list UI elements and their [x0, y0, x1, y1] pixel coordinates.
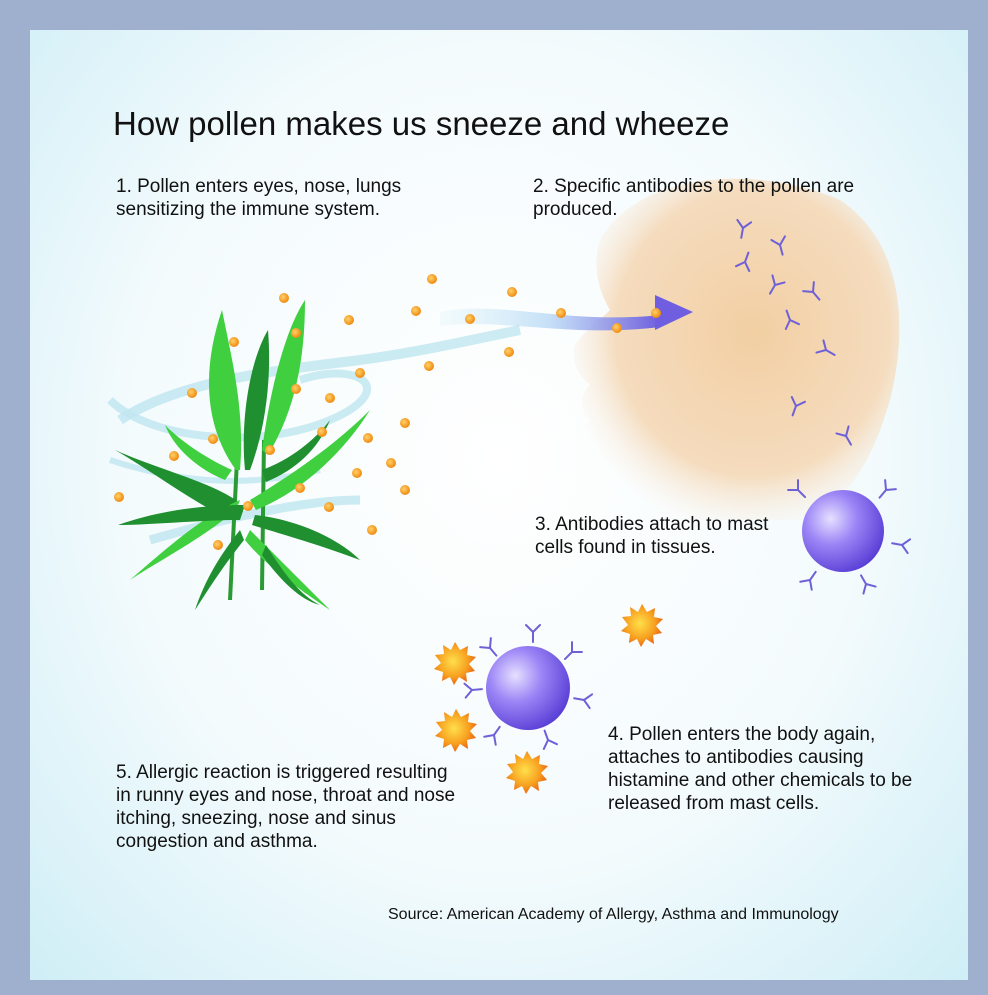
spiky-pollen-icon [434, 642, 476, 685]
antibody-icon [479, 637, 503, 662]
spiky-pollen-icon [506, 751, 548, 794]
pollen-grain-icon [243, 501, 253, 511]
antibody-icon [537, 727, 558, 750]
pollen-grain-icon [229, 337, 239, 347]
pollen-grain-icon [265, 445, 275, 455]
pollen-grain-icon [363, 433, 373, 443]
pollen-grain-icon [424, 361, 434, 371]
pollen-grain-icon [427, 274, 437, 284]
pollen-grain-icon [325, 393, 335, 403]
pollen-grain-icon [279, 293, 289, 303]
pollen-grain-icon [507, 287, 517, 297]
antibody-icon [889, 535, 912, 555]
antibody-icon [799, 566, 823, 591]
pollen-grain-icon [556, 308, 566, 318]
plant-icon [115, 300, 370, 610]
pollen-grain-icon [400, 485, 410, 495]
antibody-icon [873, 479, 897, 504]
pollen-grain-icon [651, 308, 661, 318]
page-title: How pollen makes us sneeze and wheeze [113, 105, 730, 142]
step-1-text: 1. Pollen enters eyes, nose, lungs sensi… [116, 176, 402, 220]
pollen-grain-icon [324, 502, 334, 512]
airflow-arrow-icon [440, 295, 693, 331]
pollen-grain-icon [344, 315, 354, 325]
antibody-icon [483, 721, 507, 746]
antibody-icon [571, 690, 594, 710]
mast-cell-icon [486, 646, 570, 730]
pollen-grain-icon [187, 388, 197, 398]
pollen-grains [114, 274, 661, 550]
step-2-text: 2. Specific antibodies to the pollen are… [533, 176, 855, 220]
antibody-icon [463, 681, 484, 699]
face-silhouette-icon [573, 178, 900, 520]
pollen-grain-icon [612, 323, 622, 333]
pollen-grain-icon [400, 418, 410, 428]
spiky-pollen-icon [435, 709, 477, 752]
pollen-grain-icon [504, 347, 514, 357]
pollen-grain-icon [295, 483, 305, 493]
spiky-pollen-icon [621, 604, 663, 647]
pollen-grain-icon [465, 314, 475, 324]
antibody-icon [525, 624, 541, 643]
pollen-grain-icon [317, 427, 327, 437]
pollen-grain-icon [386, 458, 396, 468]
source-credit: Source: American Academy of Allergy, Ast… [388, 906, 839, 923]
step-4-text: 4. Pollen enters the body again, attache… [608, 724, 913, 814]
step-3-text: 3. Antibodies attach to mast cells found… [535, 514, 769, 558]
pollen-grain-icon [291, 328, 301, 338]
antibody-icon [853, 570, 877, 595]
pollen-grain-icon [411, 306, 421, 316]
pollen-grain-icon [114, 492, 124, 502]
pollen-grain-icon [169, 451, 179, 461]
airflow-swirl [107, 325, 521, 545]
pollen-grain-icon [291, 384, 301, 394]
mast-cell-icon [802, 490, 884, 572]
antibody-icon [558, 641, 583, 666]
step-5-text: 5. Allergic reaction is triggered result… [116, 762, 456, 852]
pollen-grain-icon [208, 434, 218, 444]
pollen-grain-icon [355, 368, 365, 378]
pollen-grain-icon [213, 540, 223, 550]
mast-cell-upper [787, 479, 912, 595]
mast-cell-center [463, 624, 594, 750]
pollen-grain-icon [367, 525, 377, 535]
pollen-grain-icon [352, 468, 362, 478]
